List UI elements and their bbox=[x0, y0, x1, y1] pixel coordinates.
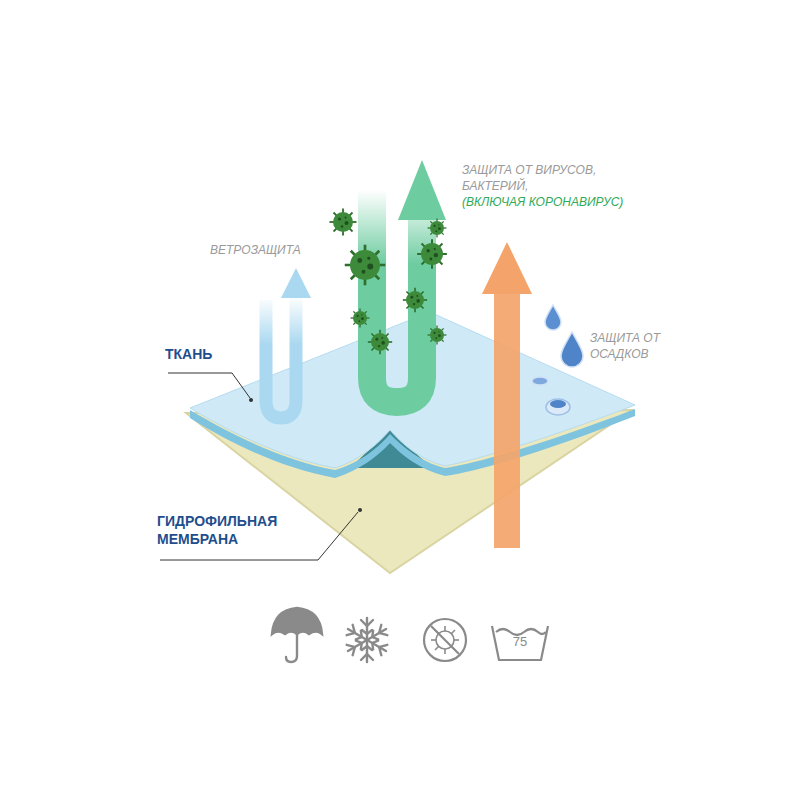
vapour-arrow bbox=[494, 290, 520, 548]
umbrella-icon bbox=[272, 608, 322, 662]
fabric-label: ТКАНЬ bbox=[165, 345, 255, 363]
membrane-label: ГИДРОФИЛЬНАЯ МЕМБРАНА bbox=[157, 512, 307, 548]
vapour-arrow-head bbox=[482, 242, 532, 294]
antiviral-icon bbox=[424, 619, 466, 661]
wash-temperature: 75 bbox=[500, 634, 540, 651]
leader-dot bbox=[358, 508, 362, 512]
wind-arrow-head bbox=[281, 268, 311, 298]
wind-arrow bbox=[266, 296, 296, 418]
virus-protection-label: ЗАЩИТА ОТ ВИРУСОВ, БАКТЕРИЙ, bbox=[462, 163, 630, 194]
leader-dot bbox=[249, 398, 253, 402]
precipitation-label: ЗАЩИТА ОТ ОСАДКОВ bbox=[590, 331, 680, 362]
virus-arrow-head bbox=[398, 160, 446, 220]
coronavirus-note: (ВКЛЮЧАЯ КОРОНАВИРУС) bbox=[462, 195, 662, 211]
snowflake-icon bbox=[345, 618, 389, 662]
wind-protection-label: ВЕТРОЗАЩИТА bbox=[210, 243, 320, 259]
water-drops bbox=[532, 305, 583, 415]
viruses bbox=[330, 209, 447, 355]
wash-icon bbox=[492, 626, 548, 660]
